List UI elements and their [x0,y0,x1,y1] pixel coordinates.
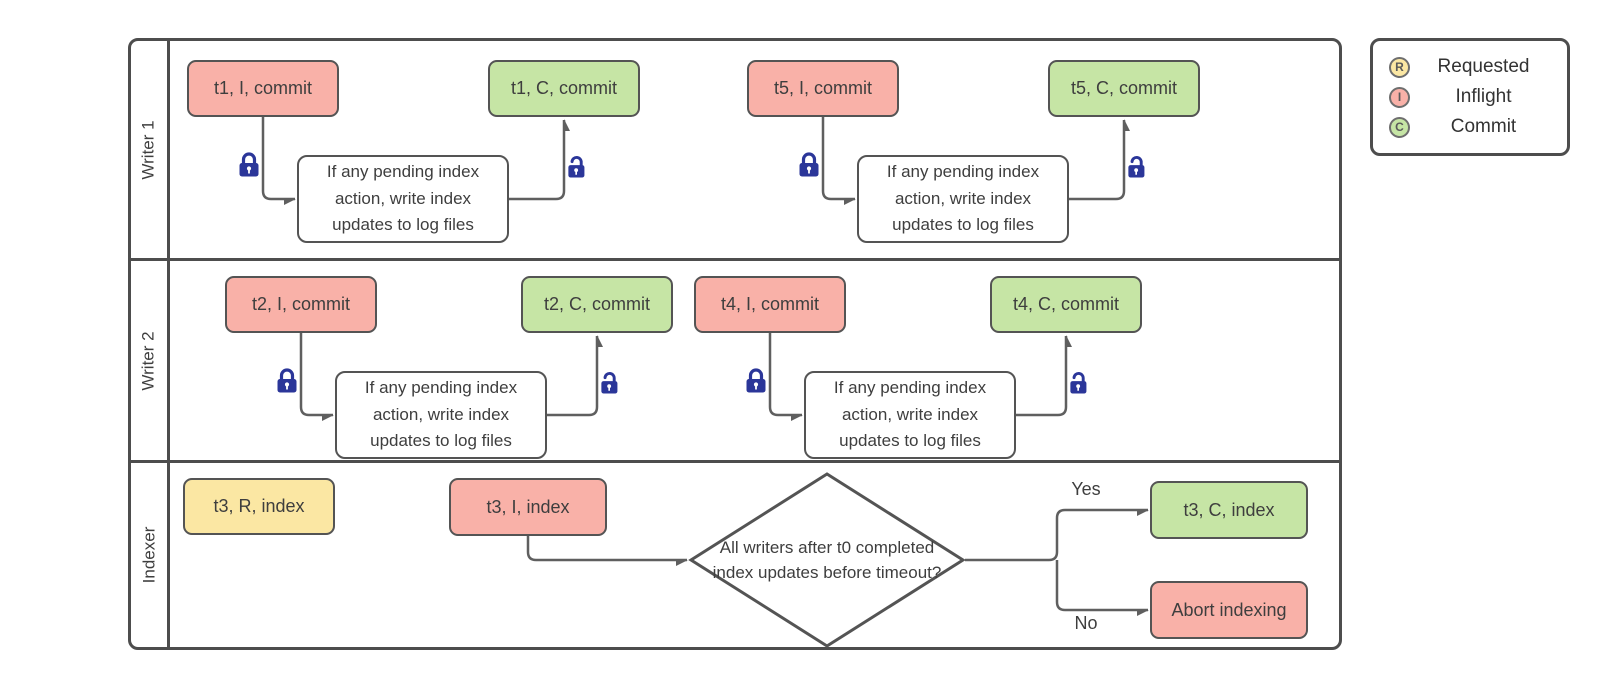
legend-item-inflight: I Inflight [1389,84,1557,110]
lane-writer-2: Writer 2 [131,261,1339,463]
legend-item-commit: C Commit [1389,114,1557,140]
process-box: If any pending index action, write index… [335,371,547,459]
lane-indexer-header: Indexer [131,463,170,647]
lane-writer-2-header: Writer 2 [131,261,170,460]
node-t3-requested: t3, R, index [183,478,335,535]
legend-label: Commit [1450,116,1517,137]
process-box: If any pending index action, write index… [297,155,509,243]
lock-closed-icon [799,152,819,177]
legend-item-requested: R Requested [1389,54,1557,80]
lock-open-icon [601,371,618,394]
node-t3-inflight: t3, I, index [449,478,607,536]
lane-writer-1-header: Writer 1 [131,41,170,258]
lock-closed-icon [277,368,297,393]
lock-open-icon [1070,371,1087,394]
inflight-badge-icon: I [1389,86,1410,108]
lane-label: Indexer [139,526,159,584]
process-box: If any pending index action, write index… [804,371,1016,459]
legend: R Requested I Inflight C Commit [1370,38,1570,156]
edge-label-yes: Yes [1071,479,1101,499]
node-t3-commit: t3, C, index [1150,481,1308,539]
decision-label: All writers after t0 completed index upd… [712,537,942,583]
node-t5-commit: t5, C, commit [1048,60,1200,117]
node-t1-inflight: t1, I, commit [187,60,339,117]
lane-writer-1: Writer 1 [131,41,1339,261]
legend-label: Inflight [1455,86,1512,107]
node-abort-indexing: Abort indexing [1150,581,1308,639]
lock-open-icon [568,155,585,178]
lock-open-icon [1128,155,1145,178]
lane-indexer: Indexer [131,463,1339,647]
lock-closed-icon [239,152,259,177]
node-t2-commit: t2, C, commit [521,276,673,333]
lane-label: Writer 2 [139,330,159,391]
node-t1-commit: t1, C, commit [488,60,640,117]
node-t4-commit: t4, C, commit [990,276,1142,333]
node-t4-inflight: t4, I, commit [694,276,846,333]
requested-badge-icon: R [1389,56,1410,78]
lock-closed-icon [746,368,766,393]
edge-label-no: No [1074,613,1098,633]
legend-label: Requested [1437,56,1530,77]
node-t2-inflight: t2, I, commit [225,276,377,333]
lane-label: Writer 1 [139,119,159,180]
node-t5-inflight: t5, I, commit [747,60,899,117]
commit-badge-icon: C [1389,116,1410,138]
process-box: If any pending index action, write index… [857,155,1069,243]
